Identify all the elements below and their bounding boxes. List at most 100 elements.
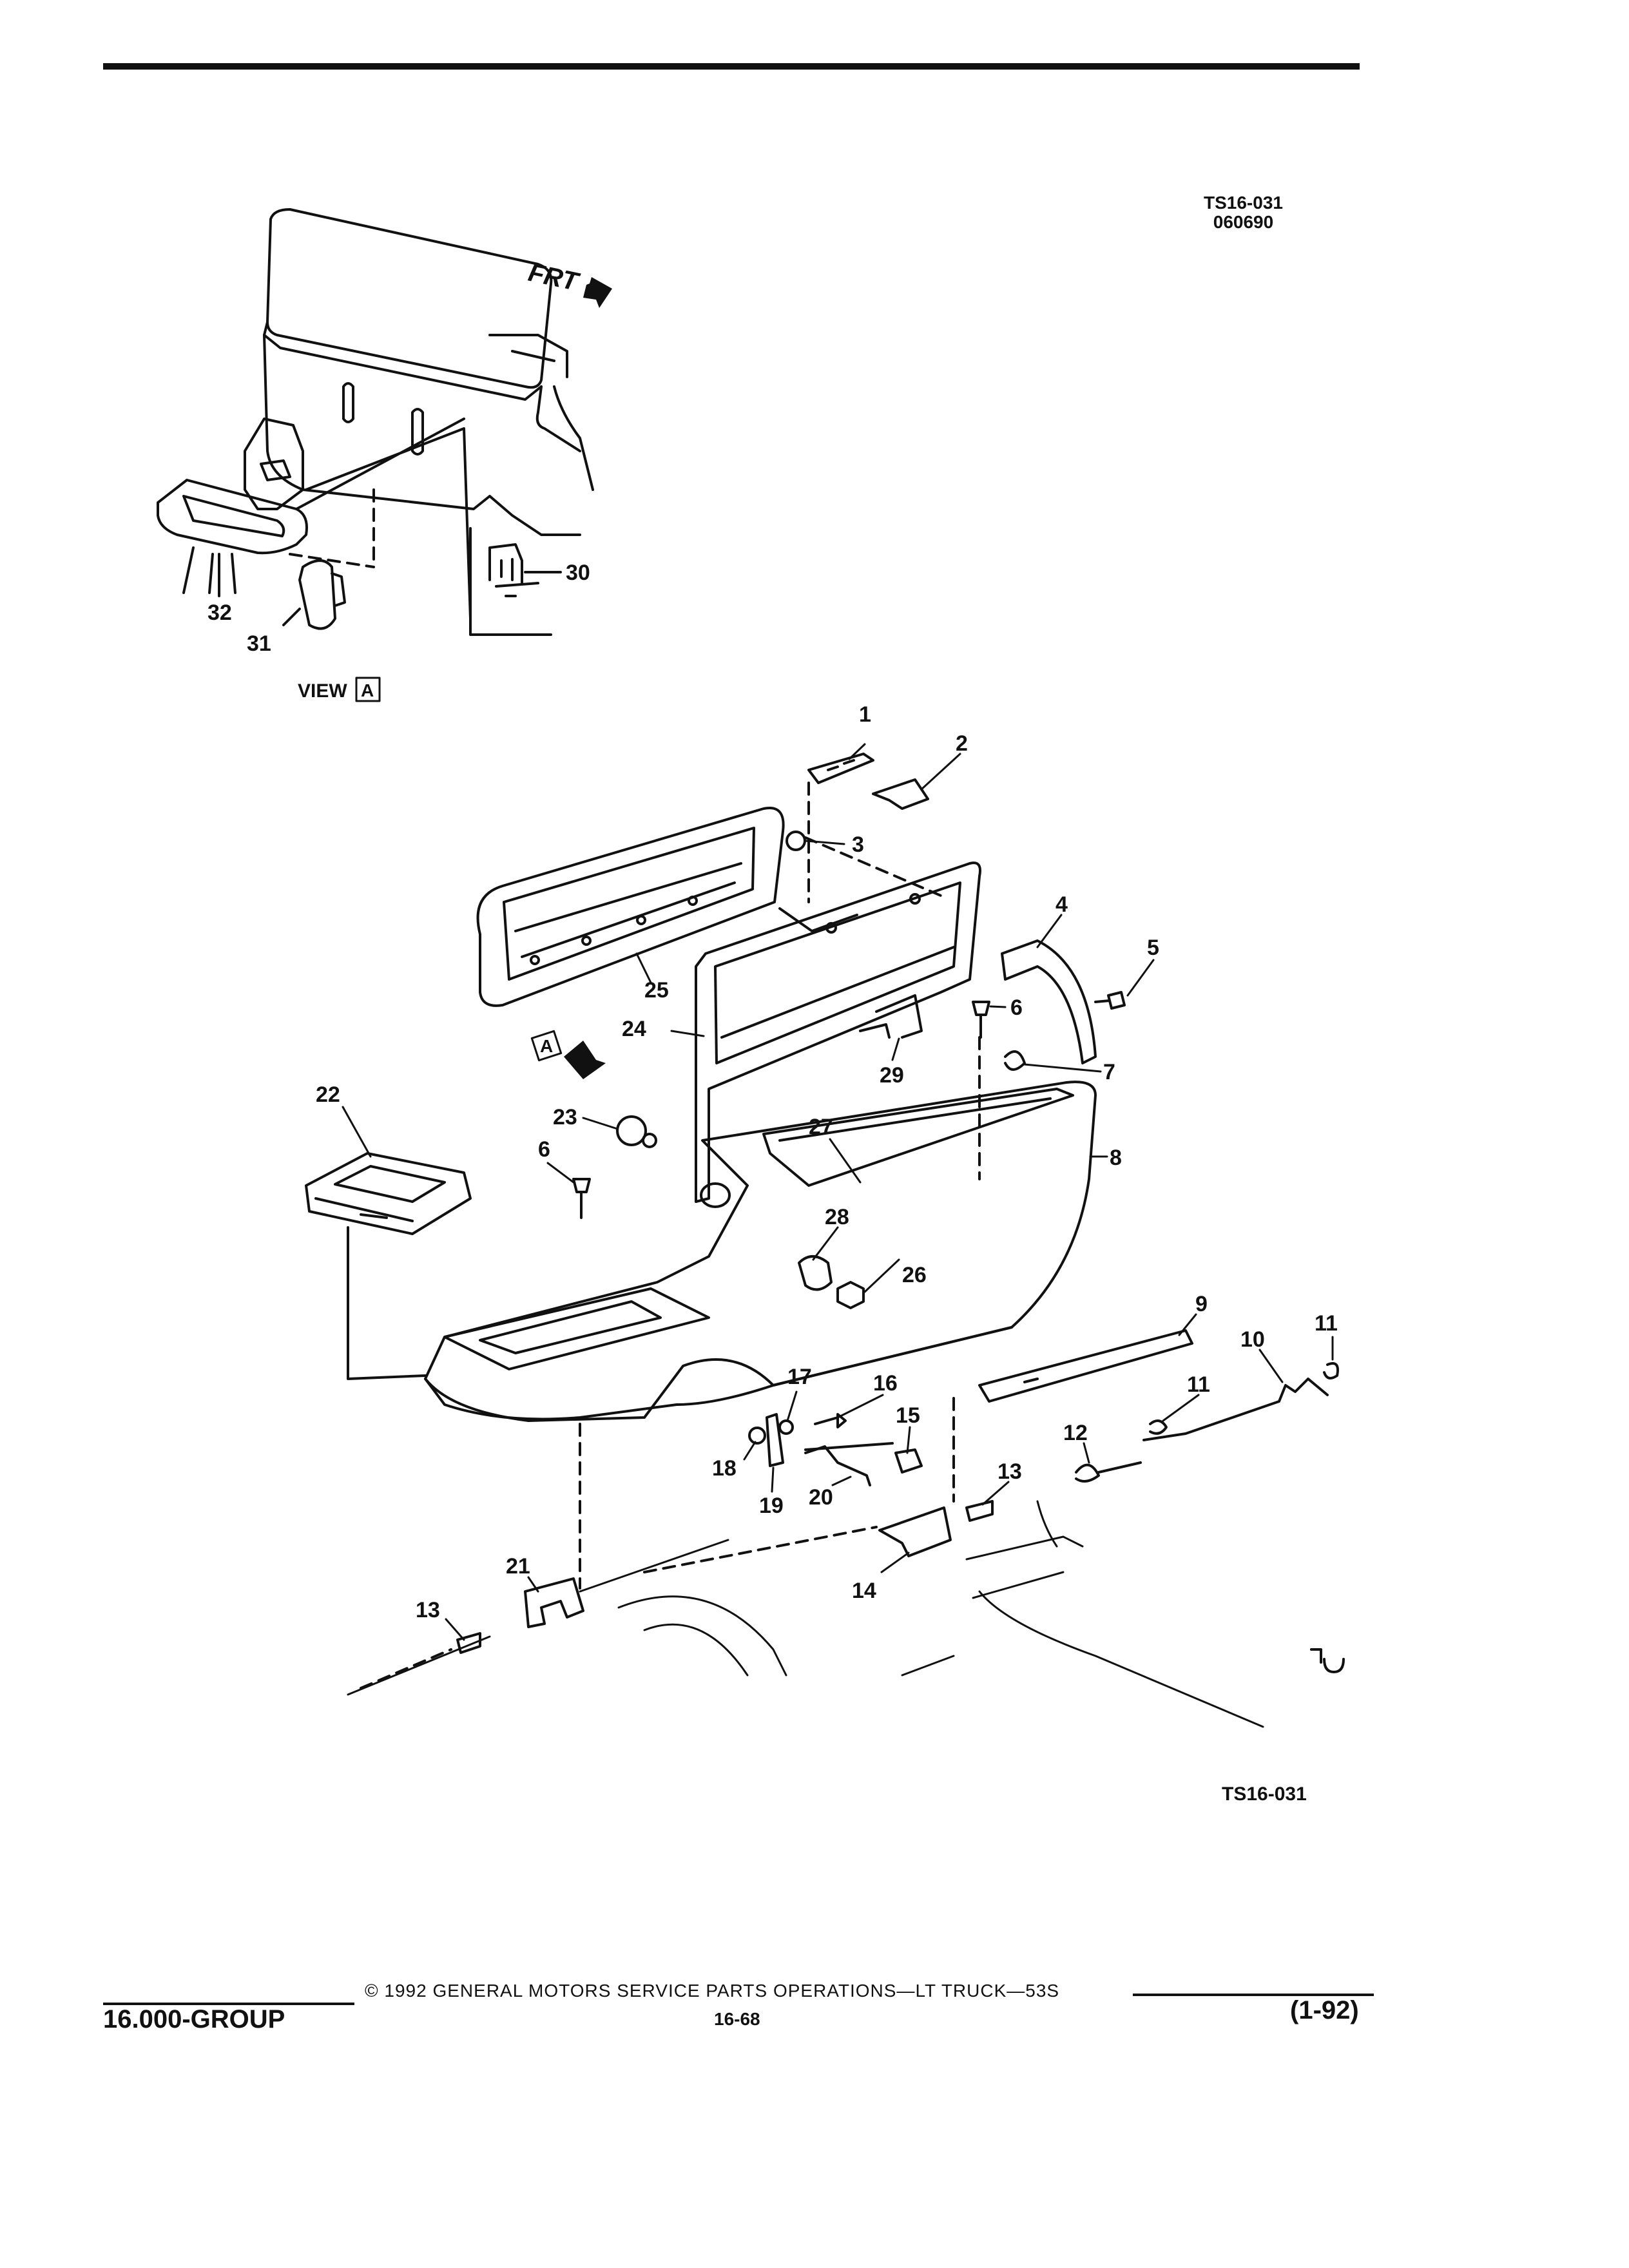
view-a-inset: 30 31 32 FRT VIEW A	[157, 208, 612, 702]
callout-4: 4	[1055, 892, 1068, 917]
part-13-clip-right	[965, 1500, 994, 1522]
part-7-spring	[1004, 1050, 1026, 1071]
callout-11-right: 11	[1315, 1311, 1338, 1336]
callout-15: 15	[896, 1403, 920, 1428]
slot-left	[342, 382, 354, 423]
part-20-lever	[804, 1445, 871, 1486]
panel-hole	[825, 922, 837, 934]
seat-back-bottom-edge	[263, 321, 543, 401]
top-rule	[103, 63, 1360, 70]
callout-28: 28	[825, 1205, 849, 1229]
floor-dash	[360, 1526, 878, 1689]
callout-16: 16	[873, 1371, 898, 1396]
callout-14: 14	[852, 1579, 876, 1603]
footer-page-number: 16-68	[714, 2009, 760, 2029]
view-a-box	[355, 677, 381, 702]
part-25-lid-inner	[503, 827, 755, 981]
buckle-housing	[157, 479, 308, 555]
callout-18: 18	[712, 1456, 737, 1481]
callout-13-left: 13	[416, 1598, 440, 1622]
view-a-caption: VIEW	[298, 680, 347, 702]
part-21-bracket	[524, 1577, 584, 1628]
part-3-bumper	[786, 831, 806, 851]
part-11-clip-left	[1149, 1419, 1168, 1435]
part-24-inner-panel	[695, 861, 981, 1203]
callout-8: 8	[1110, 1146, 1122, 1170]
seat-lower-panel	[263, 334, 581, 536]
part-12-spring	[1075, 1461, 1142, 1483]
callout-9: 9	[1195, 1292, 1208, 1316]
bolt-cover	[298, 559, 346, 630]
callout-19: 19	[759, 1494, 784, 1518]
part-6-screw-lower	[572, 1178, 591, 1219]
frt-label: FRT	[526, 258, 583, 297]
callout-26: 26	[902, 1263, 927, 1287]
bracket-30	[488, 543, 539, 597]
view-a-arrow-icon	[564, 1041, 606, 1079]
callout-29: 29	[880, 1063, 904, 1088]
part-1-striker	[807, 753, 874, 784]
callout-numbers: 1 2 3 4 5 6 6 7 8 9 10 11 11 12 13 13 14…	[316, 702, 1338, 1622]
lid-hole	[688, 896, 698, 906]
footer-rule-right	[1133, 1994, 1374, 1996]
part-16-bolt	[814, 1413, 847, 1428]
callout-13-right: 13	[998, 1459, 1022, 1484]
buckle-housing-inner	[182, 495, 285, 537]
seat-back	[266, 208, 553, 389]
callout-1: 1	[859, 702, 871, 727]
part-18-washer	[748, 1427, 766, 1445]
figure-code-header: TS16-031 060690	[1204, 193, 1283, 232]
callout-31: 31	[247, 631, 271, 656]
part-17-washer	[778, 1419, 794, 1435]
callout-23: 23	[553, 1105, 577, 1129]
callout-3: 3	[852, 832, 864, 857]
callout-27: 27	[809, 1115, 833, 1139]
callout-21: 21	[506, 1554, 530, 1579]
ashtray-leader	[347, 1226, 427, 1380]
part-15-pivot	[804, 1442, 923, 1474]
callout-11-left: 11	[1187, 1372, 1210, 1397]
slot-right	[411, 408, 424, 456]
callout-25: 25	[644, 978, 669, 1003]
seat-rail	[488, 334, 568, 378]
date-code: 060690	[1213, 212, 1274, 232]
main-exploded-view: A	[305, 753, 1345, 1728]
callout-30: 30	[566, 561, 590, 585]
part-9-strip	[978, 1329, 1193, 1403]
part-5-bolt	[1094, 991, 1126, 1010]
console-base	[424, 1326, 1013, 1422]
frt-arrow-icon	[583, 277, 612, 308]
part-25-lid	[476, 807, 785, 1007]
floor-outline	[347, 1500, 1264, 1728]
part-6-screw-upper	[972, 1001, 990, 1039]
part-2-clip	[872, 778, 929, 810]
buckle-tongue	[244, 418, 304, 510]
view-a-marker-box	[530, 1030, 563, 1062]
callout-20: 20	[809, 1485, 833, 1510]
panel-hole	[909, 893, 921, 905]
bracket-panel	[469, 527, 552, 636]
figure-code: TS16-031	[1204, 193, 1283, 213]
part-19-bracket	[766, 1413, 784, 1467]
part-28-socket	[798, 1255, 833, 1291]
part-4-hinge	[1001, 939, 1097, 1064]
lid-hole	[636, 915, 646, 925]
lid-hole	[530, 955, 540, 965]
console-drop-line	[579, 1397, 955, 1590]
figure-code-bottom: TS16-031	[1222, 1783, 1307, 1805]
seal-symbol-icon	[1310, 1648, 1345, 1673]
part-8-console-body	[424, 1081, 1097, 1421]
part-14-bracket	[878, 1506, 952, 1557]
buckle-guide-line	[295, 418, 472, 620]
part-23-plug	[616, 1115, 647, 1146]
part-22-ashtray	[305, 1152, 472, 1235]
callout-7: 7	[1103, 1060, 1115, 1084]
console-front-tray	[443, 1287, 710, 1370]
callout-17: 17	[787, 1365, 812, 1389]
guide-line	[804, 782, 981, 1180]
callout-22: 22	[316, 1082, 340, 1107]
part-11-clip-right	[1323, 1362, 1339, 1379]
part-26-nut	[836, 1281, 865, 1309]
callout-24: 24	[622, 1017, 646, 1041]
